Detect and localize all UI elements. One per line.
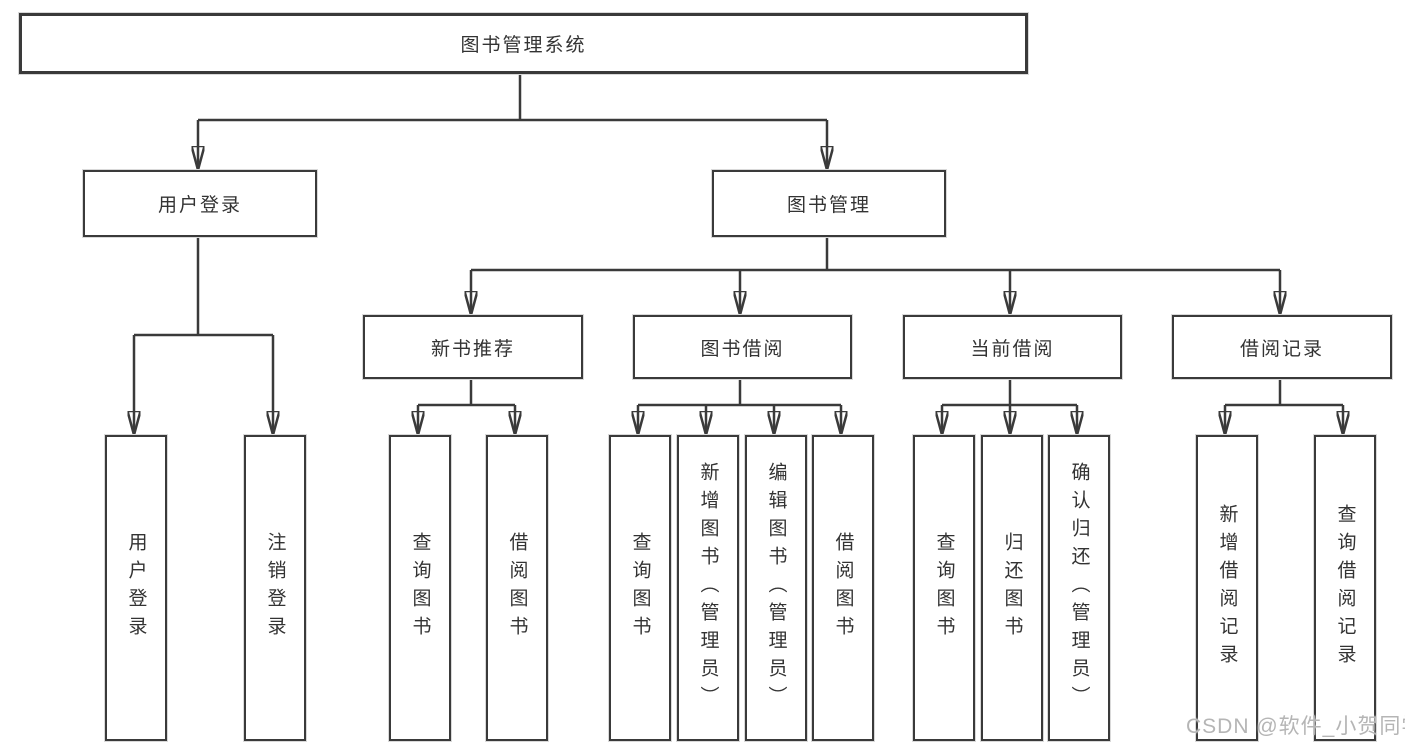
node-current-borrow-label: 当前借阅 xyxy=(970,338,1055,360)
leaf-bb-borrow-book: 借阅图书 xyxy=(812,435,874,741)
leaf-bb-query-book-label: 查询图书 xyxy=(629,532,651,644)
node-borrow-records-label: 借阅记录 xyxy=(1239,338,1324,360)
node-borrow-records: 借阅记录 xyxy=(1172,315,1392,379)
watermark: CSDN @软件_小贺同学 xyxy=(1186,715,1405,738)
leaf-bb-borrow-book-label: 借阅图书 xyxy=(832,532,854,644)
leaf-user-login: 用户登录 xyxy=(105,435,167,741)
leaf-bb-query-book: 查询图书 xyxy=(609,435,671,741)
node-root-label: 图书管理系统 xyxy=(460,35,587,56)
leaf-cb-return-book-label: 归还图书 xyxy=(1001,532,1023,644)
leaf-logout-label: 注销登录 xyxy=(264,532,286,644)
leaf-bb-add-book-label: 新增图书（管理员） xyxy=(697,462,719,714)
leaf-br-query-record: 查询借阅记录 xyxy=(1314,435,1376,741)
node-user-login-branch-label: 用户登录 xyxy=(157,195,242,216)
node-new-book-recommend-label: 新书推荐 xyxy=(430,338,515,360)
node-new-book-recommend: 新书推荐 xyxy=(363,315,583,379)
leaf-logout: 注销登录 xyxy=(244,435,306,741)
node-user-login-branch: 用户登录 xyxy=(83,170,317,237)
node-book-borrow: 图书借阅 xyxy=(633,315,852,379)
leaf-bb-edit-book: 编辑图书（管理员） xyxy=(745,435,807,741)
leaf-nbr-query-book-label: 查询图书 xyxy=(409,532,431,644)
leaf-bb-add-book: 新增图书（管理员） xyxy=(677,435,739,741)
leaf-br-add-record: 新增借阅记录 xyxy=(1196,435,1258,741)
leaf-cb-return-book: 归还图书 xyxy=(981,435,1043,741)
leaf-user-login-label: 用户登录 xyxy=(125,532,147,644)
node-root: 图书管理系统 xyxy=(19,13,1028,74)
leaf-br-add-record-label: 新增借阅记录 xyxy=(1216,504,1238,672)
leaf-cb-query-book: 查询图书 xyxy=(913,435,975,741)
leaf-br-query-record-label: 查询借阅记录 xyxy=(1334,504,1356,672)
node-book-management-branch: 图书管理 xyxy=(712,170,946,237)
leaf-nbr-borrow-book-label: 借阅图书 xyxy=(506,532,528,644)
leaf-nbr-query-book: 查询图书 xyxy=(389,435,451,741)
node-book-borrow-label: 图书借阅 xyxy=(700,338,785,360)
leaf-cb-query-book-label: 查询图书 xyxy=(933,532,955,644)
leaf-cb-confirm-return-label: 确认归还（管理员） xyxy=(1068,462,1090,714)
node-current-borrow: 当前借阅 xyxy=(903,315,1122,379)
leaf-bb-edit-book-label: 编辑图书（管理员） xyxy=(765,462,787,714)
node-book-management-branch-label: 图书管理 xyxy=(786,195,871,216)
leaf-nbr-borrow-book: 借阅图书 xyxy=(486,435,548,741)
leaf-cb-confirm-return: 确认归还（管理员） xyxy=(1048,435,1110,741)
